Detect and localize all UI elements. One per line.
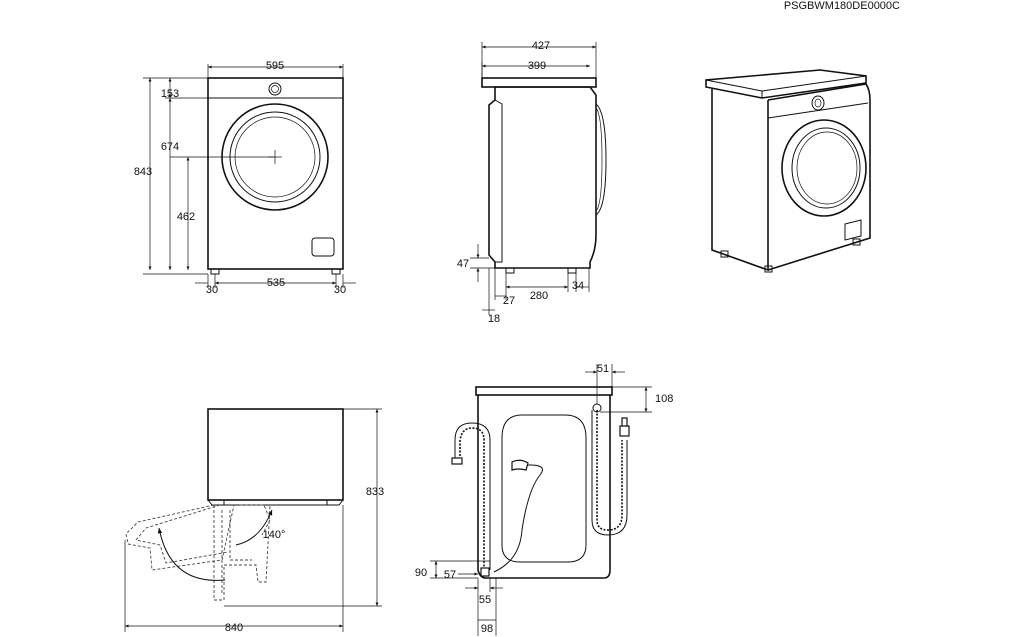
isometric-view [705,69,871,273]
front-foot-right-label: 30 [334,284,346,296]
side-depth-total-label: 427 [532,40,550,52]
side-offset-rear-label: 34 [572,280,584,292]
top-total-width-label: 840 [225,622,243,634]
top-door-swing-arc [157,527,226,581]
side-offset-front-label: 18 [488,313,500,325]
iso-door-outer [781,119,867,217]
front-width-label: 595 [266,60,284,72]
front-body [207,77,344,270]
front-height-total-label: 843 [134,166,152,178]
iso-front-face [767,83,871,271]
rear-top-plate [475,386,613,396]
iso-service-flap [844,219,862,241]
top-depth-door-open-label: 833 [366,486,384,498]
top-body [207,408,344,501]
rear-drain-foot-label: 55 [479,594,491,606]
rear-power-cable [493,464,543,573]
top-open-door [125,504,271,601]
side-foot-height-label: 47 [457,258,469,270]
front-height-top-label: 153 [161,88,179,100]
rear-view: 51 108 90 57 55 98 [415,363,673,636]
rear-body [477,395,611,579]
side-offset-foot-label: 27 [503,295,515,307]
rear-inlet-hose [596,410,623,531]
rear-inlet-height-label: 108 [655,393,673,405]
rear-drain-width-label: 98 [481,623,493,635]
iso-top-plate [705,69,867,99]
side-top-plate [481,77,597,88]
front-service-flap [311,237,335,257]
rear-drain-height-label: 90 [415,567,427,579]
side-body [488,86,597,269]
side-view: 427 399 47 18 27 280 34 [457,40,607,325]
rear-drain-offset-left-label: 57 [444,569,456,581]
front-view: 595 843 153 674 462 30 535 30 [134,60,356,296]
iso-program-knob [811,95,825,111]
front-foot-span-label: 535 [267,277,285,289]
top-door-angle-label: 140° [263,529,286,541]
front-program-knob [268,82,282,96]
front-foot-left-label: 30 [206,284,218,296]
rear-power-plug [511,459,529,471]
product-code: PSGBWM180DE0000C [784,0,900,12]
top-view: 833 840 140° [124,408,384,634]
rear-inlet-connector [619,425,630,437]
side-foot-spacing-label: 280 [530,290,548,302]
rear-inlet-offset-label: 51 [597,363,609,375]
front-height-door-center-label: 674 [161,141,179,153]
front-height-door-bottom-label: 462 [177,211,195,223]
side-depth-body-label: 399 [528,60,546,72]
side-door-profile [595,103,607,216]
iso-left-side [711,89,769,272]
rear-panel-opening [501,414,587,563]
rear-drain-hose [459,427,485,570]
